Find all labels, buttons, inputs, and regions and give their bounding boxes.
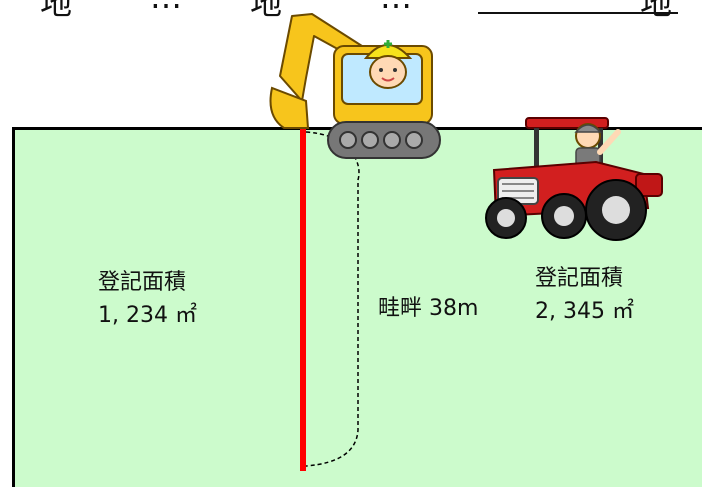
top-caption-char: … (380, 0, 412, 16)
left-parcel-title: 登記面積 (98, 270, 187, 295)
top-caption-char: 地 (40, 0, 72, 18)
left-parcel-label: 登記面積 1, 234 ㎡ (98, 266, 197, 332)
right-parcel-area: 2, 345 ㎡ (535, 299, 634, 324)
top-caption-char: 地 (250, 0, 282, 18)
boundary-line (300, 127, 306, 471)
right-parcel-title: 登記面積 (535, 266, 624, 291)
top-caption: 地 … 地 … 地 (0, 0, 702, 18)
ridge-label: 畦畔 38m (378, 296, 479, 321)
excavator-icon (269, 13, 441, 159)
top-caption-underline (478, 12, 678, 14)
tractor-icon (485, 117, 663, 241)
left-parcel-area: 1, 234 ㎡ (98, 303, 197, 328)
top-caption-char: … (150, 0, 182, 16)
right-parcel-label: 登記面積 2, 345 ㎡ (535, 262, 634, 328)
